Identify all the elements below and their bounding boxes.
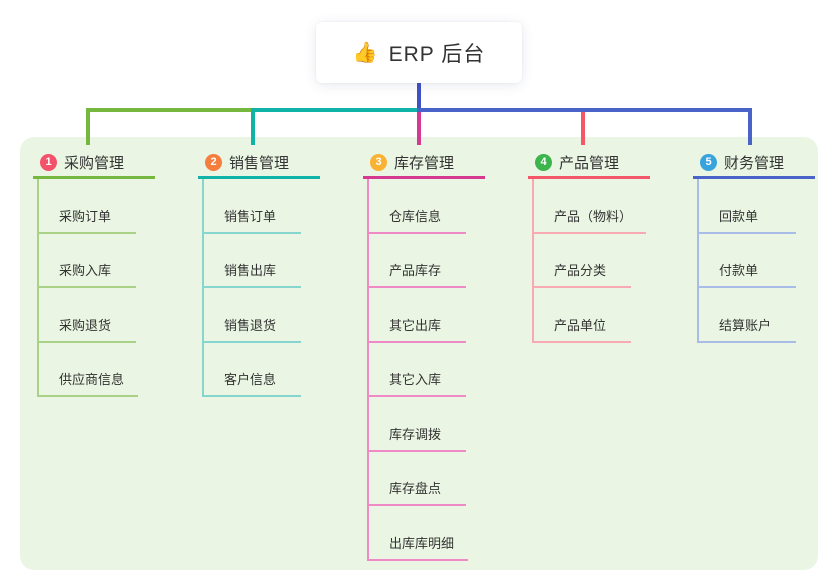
- branch-node[interactable]: 3 库存管理: [363, 149, 485, 179]
- branch-children: 销售订单 销售出库 销售退货 客户信息: [202, 179, 348, 397]
- branches-panel: [20, 137, 818, 570]
- child-row: 库存盘点: [369, 452, 513, 506]
- branch-index-badge: 4: [535, 154, 552, 171]
- branch-column: 2 销售管理 销售订单 销售出库 销售退货 客户信息: [198, 149, 348, 397]
- child-node[interactable]: 产品（物料）: [534, 206, 647, 234]
- root-connector-line: [417, 83, 421, 112]
- branch-index-badge: 1: [40, 154, 57, 171]
- branch-node[interactable]: 5 财务管理: [693, 149, 815, 179]
- child-node[interactable]: 销售退货: [204, 315, 301, 343]
- branch-node-label: 产品管理: [559, 155, 620, 172]
- child-row: 其它入库: [369, 343, 513, 397]
- branch-drop-line: [417, 112, 421, 145]
- branch-index-badge: 2: [205, 154, 222, 171]
- branch-node-label: 财务管理: [724, 155, 785, 172]
- branch-children: 仓库信息 产品库存 其它出库 其它入库 库存调拨 库存盘点 出库库明细: [367, 179, 513, 561]
- child-row: 回款单: [699, 179, 839, 234]
- child-row: 采购退货: [39, 288, 183, 343]
- child-node[interactable]: 结算账户: [699, 315, 796, 343]
- branch-column: 1 采购管理 采购订单 采购入库 采购退货 供应商信息: [33, 149, 183, 397]
- root-node[interactable]: 👍 ERP 后台: [316, 22, 522, 83]
- child-row: 产品库存: [369, 234, 513, 288]
- branch-drop-line: [581, 112, 585, 145]
- child-node[interactable]: 库存调拨: [369, 424, 466, 452]
- branch-drop-line: [251, 112, 255, 145]
- child-node[interactable]: 付款单: [699, 260, 796, 288]
- child-node[interactable]: 仓库信息: [369, 206, 466, 234]
- branch-node[interactable]: 2 销售管理: [198, 149, 320, 179]
- child-node[interactable]: 供应商信息: [39, 369, 139, 397]
- child-node[interactable]: 采购入库: [39, 260, 136, 288]
- branch-column: 5 财务管理 回款单 付款单 结算账户: [693, 149, 839, 343]
- child-node[interactable]: 采购退货: [39, 315, 136, 343]
- child-row: 销售退货: [204, 288, 348, 343]
- branch-node-label: 采购管理: [64, 155, 125, 172]
- branch-node-label: 销售管理: [229, 155, 290, 172]
- child-row: 仓库信息: [369, 179, 513, 234]
- child-row: 库存调拨: [369, 397, 513, 452]
- child-node[interactable]: 回款单: [699, 206, 796, 234]
- child-row: 供应商信息: [39, 343, 183, 397]
- child-node[interactable]: 出库库明细: [369, 533, 469, 561]
- trunk-line-teal: [251, 108, 421, 112]
- child-node[interactable]: 产品单位: [534, 315, 631, 343]
- child-row: 销售订单: [204, 179, 348, 234]
- child-row: 其它出库: [369, 288, 513, 343]
- child-row: 销售出库: [204, 234, 348, 288]
- branch-drop-line: [86, 112, 90, 145]
- child-node[interactable]: 销售出库: [204, 260, 301, 288]
- child-node[interactable]: 采购订单: [39, 206, 136, 234]
- branch-children: 采购订单 采购入库 采购退货 供应商信息: [37, 179, 183, 397]
- trunk-line-blue: [417, 108, 752, 112]
- child-node[interactable]: 客户信息: [204, 369, 301, 397]
- branch-index-badge: 3: [370, 154, 387, 171]
- branch-column: 3 库存管理 仓库信息 产品库存 其它出库 其它入库 库存调拨 库存盘点 出库库…: [363, 149, 513, 561]
- child-row: 出库库明细: [369, 506, 513, 561]
- child-node[interactable]: 产品库存: [369, 260, 466, 288]
- trunk-line-green: [86, 108, 255, 112]
- branch-node[interactable]: 4 产品管理: [528, 149, 650, 179]
- child-node[interactable]: 销售订单: [204, 206, 301, 234]
- child-row: 产品（物料）: [534, 179, 678, 234]
- child-row: 采购订单: [39, 179, 183, 234]
- branch-node[interactable]: 1 采购管理: [33, 149, 155, 179]
- child-row: 客户信息: [204, 343, 348, 397]
- branch-children: 产品（物料） 产品分类 产品单位: [532, 179, 678, 343]
- child-row: 采购入库: [39, 234, 183, 288]
- child-node[interactable]: 库存盘点: [369, 478, 466, 506]
- child-node[interactable]: 其它入库: [369, 369, 466, 397]
- root-node-label: ERP 后台: [388, 42, 486, 66]
- child-row: 产品单位: [534, 288, 678, 343]
- child-row: 付款单: [699, 234, 839, 288]
- child-node[interactable]: 其它出库: [369, 315, 466, 343]
- branch-index-badge: 5: [700, 154, 717, 171]
- branch-node-label: 库存管理: [394, 155, 455, 172]
- branch-children: 回款单 付款单 结算账户: [697, 179, 839, 343]
- child-row: 产品分类: [534, 234, 678, 288]
- branch-column: 4 产品管理 产品（物料） 产品分类 产品单位: [528, 149, 678, 343]
- thumbs-up-icon: 👍: [352, 42, 379, 64]
- branch-drop-line: [748, 112, 752, 145]
- child-node[interactable]: 产品分类: [534, 260, 631, 288]
- child-row: 结算账户: [699, 288, 839, 343]
